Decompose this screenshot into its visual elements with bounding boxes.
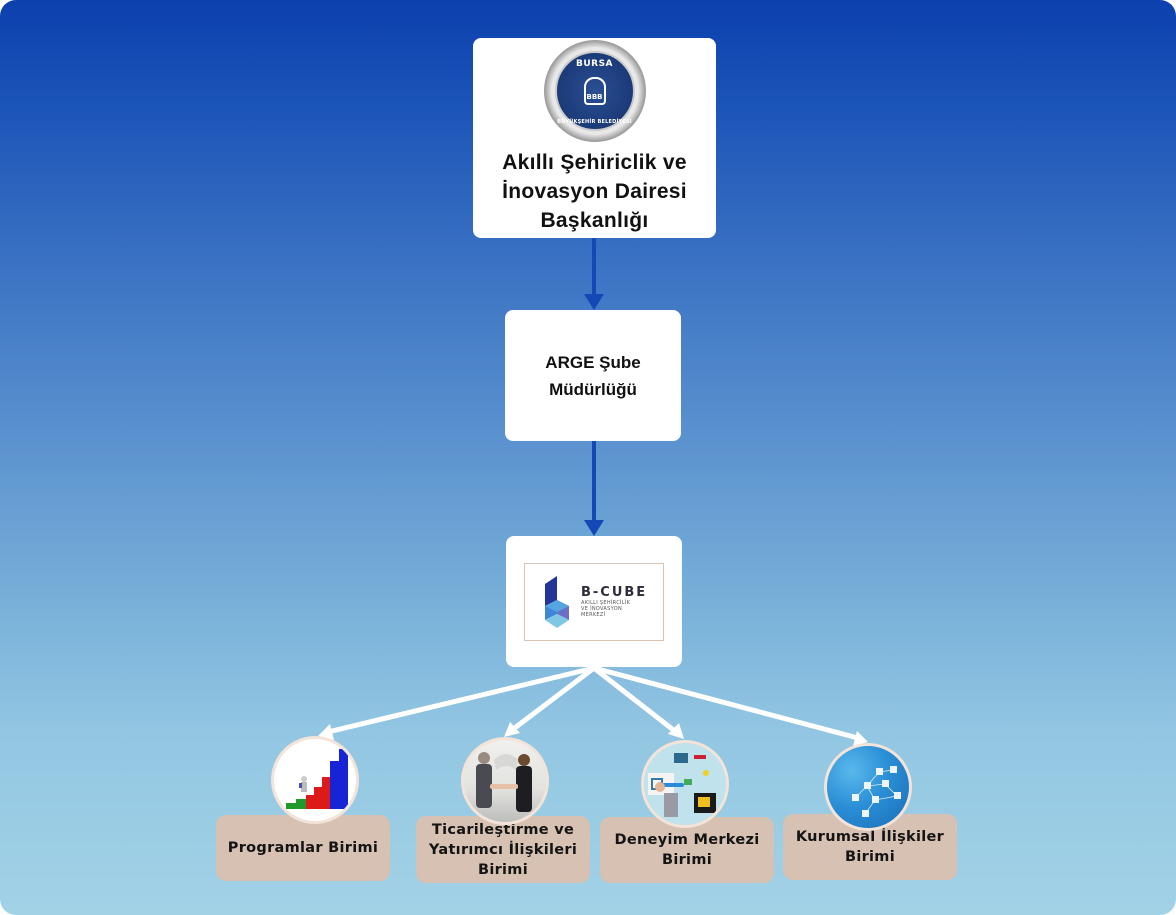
b-cube-logo-icon bbox=[545, 575, 569, 628]
node-title: Akıllı Şehiriclik ve İnovasyon Dairesi B… bbox=[502, 148, 687, 235]
title-line: İnovasyon Dairesi bbox=[502, 180, 687, 203]
business-handshake-icon bbox=[461, 737, 549, 825]
bursa-logo-icon: BURSA BBB BÜYÜKŞEHİR BELEDİYESİ bbox=[543, 40, 646, 142]
label-line: Kurumsal İlişkiler bbox=[795, 829, 945, 845]
b-cube-brand: B-CUBE bbox=[581, 585, 648, 600]
label-line: Birimi bbox=[661, 852, 713, 868]
b-cube-logo-frame: B-CUBE AKILLI ŞEHİRCİLİK VE İNOVASYON ME… bbox=[524, 562, 664, 641]
growth-chart-stairs-icon bbox=[271, 736, 359, 824]
label-line: Birimi bbox=[477, 861, 528, 878]
bursa-logo-top-text: BURSA bbox=[575, 59, 614, 69]
bursa-logo-inner: BURSA BBB BÜYÜKŞEHİR BELEDİYESİ bbox=[554, 51, 635, 131]
growth-chart-graphic bbox=[286, 749, 348, 809]
electronics-workshop-icon bbox=[641, 740, 729, 828]
arrow-cube-to-ticari bbox=[504, 666, 596, 737]
arrow-mid-to-cube bbox=[584, 441, 604, 536]
label-line: Programlar Birimi bbox=[227, 840, 379, 856]
arrow-cube-to-kurumsal bbox=[593, 665, 868, 746]
network-graphic bbox=[852, 766, 901, 817]
label-line: Deneyim Merkezi bbox=[614, 832, 760, 848]
unit-label: Programlar Birimi bbox=[216, 815, 390, 881]
node-title: ARGE Şube Müdürlüğü bbox=[545, 349, 640, 403]
unit-label: Deneyim Merkezi Birimi bbox=[600, 817, 774, 883]
title-line: ARGE Şube bbox=[545, 352, 641, 372]
label-line: Yatırımcı İlişkileri bbox=[428, 841, 578, 858]
label-line: Birimi bbox=[844, 849, 895, 865]
b-cube-logo-text: B-CUBE AKILLI ŞEHİRCİLİK VE İNOVASYON ME… bbox=[581, 585, 647, 618]
b-cube-sub-line: MERKEZİ bbox=[581, 612, 606, 618]
handshake-graphic bbox=[476, 752, 532, 812]
node-b-cube: B-CUBE AKILLI ŞEHİRCİLİK VE İNOVASYON ME… bbox=[506, 536, 682, 667]
bursa-logo-bottom-text: BÜYÜKŞEHİR BELEDİYESİ bbox=[557, 119, 632, 125]
arrow-top-to-mid bbox=[584, 238, 604, 310]
title-line: Müdürlüğü bbox=[549, 379, 637, 399]
title-line: Başkanlığı bbox=[540, 209, 649, 232]
network-cubes-icon bbox=[824, 743, 912, 831]
node-arge-sube-mudurlugu: ARGE Şube Müdürlüğü bbox=[505, 310, 681, 441]
label-line: Ticarileştirme ve bbox=[431, 821, 575, 838]
unit-label: Ticarileştirme ve Yatırımcı İlişkileri B… bbox=[416, 816, 590, 883]
title-line: Akıllı Şehiriclik ve bbox=[502, 151, 687, 174]
bursa-emblem-icon: BBB bbox=[583, 77, 606, 105]
workshop-graphic bbox=[648, 753, 716, 817]
b-cube-sub-line: VE İNOVASYON bbox=[581, 606, 622, 612]
node-akilli-sehircilik-dairesi: BURSA BBB BÜYÜKŞEHİR BELEDİYESİ Akıllı Ş… bbox=[473, 38, 716, 238]
arrow-cube-to-programlar bbox=[318, 665, 595, 740]
b-cube-sub-line: AKILLI ŞEHİRCİLİK bbox=[581, 600, 631, 606]
arrow-cube-to-deneyim bbox=[592, 666, 684, 739]
